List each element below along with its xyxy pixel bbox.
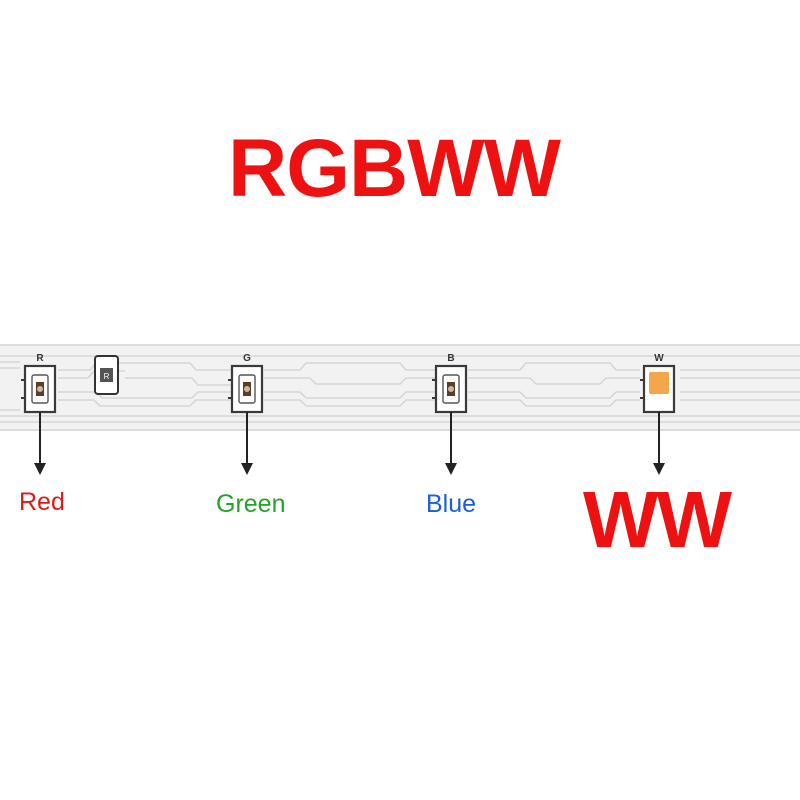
circuit-traces	[0, 355, 800, 423]
led-chip-blue: B	[432, 353, 468, 414]
led-notch-red	[21, 379, 26, 399]
arrow-ww	[653, 412, 665, 475]
led-emitter-ww	[649, 372, 669, 394]
led-notch-blue	[432, 379, 437, 399]
led-strip	[0, 345, 800, 430]
led-chip-ww: W	[640, 353, 676, 414]
arrow-head-blue	[445, 463, 457, 475]
label-green: Green	[216, 490, 286, 518]
arrow-head-red	[34, 463, 46, 475]
arrow-blue	[445, 412, 457, 475]
led-die-blue	[448, 386, 454, 392]
led-marking-red: R	[36, 353, 44, 364]
arrow-head-ww	[653, 463, 665, 475]
led-notch-ww	[640, 379, 645, 399]
diagram-title: RGBWW	[227, 123, 561, 214]
arrow-head-green	[241, 463, 253, 475]
led-die-green	[244, 386, 250, 392]
resistor-marking: R	[104, 372, 110, 381]
label-blue: Blue	[426, 490, 477, 518]
led-die-red	[37, 386, 43, 392]
led-notch-green	[228, 379, 233, 399]
resistor: R	[94, 355, 119, 395]
label-red: Red	[19, 488, 65, 516]
led-marking-ww: W	[654, 353, 664, 364]
label-ww: WW	[583, 475, 732, 564]
led-marking-green: G	[243, 353, 251, 364]
arrow-red	[34, 412, 46, 475]
arrow-green	[241, 412, 253, 475]
led-chip-green: G	[228, 353, 264, 414]
led-marking-blue: B	[447, 353, 454, 364]
led-chip-red: R	[21, 353, 57, 414]
